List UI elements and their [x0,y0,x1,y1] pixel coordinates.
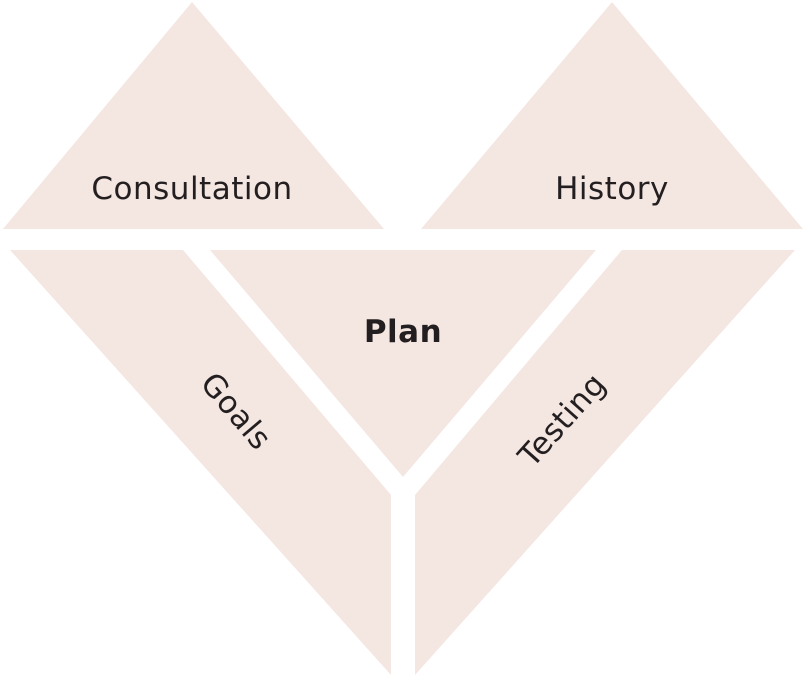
goals-segment [10,250,391,675]
consultation-label: Consultation [91,171,292,207]
history-segment [421,2,803,229]
testing-segment [415,250,795,675]
history-label: History [555,171,669,207]
plan-segment [210,250,596,477]
plan-label: Plan [364,314,442,350]
consultation-segment [3,2,384,229]
